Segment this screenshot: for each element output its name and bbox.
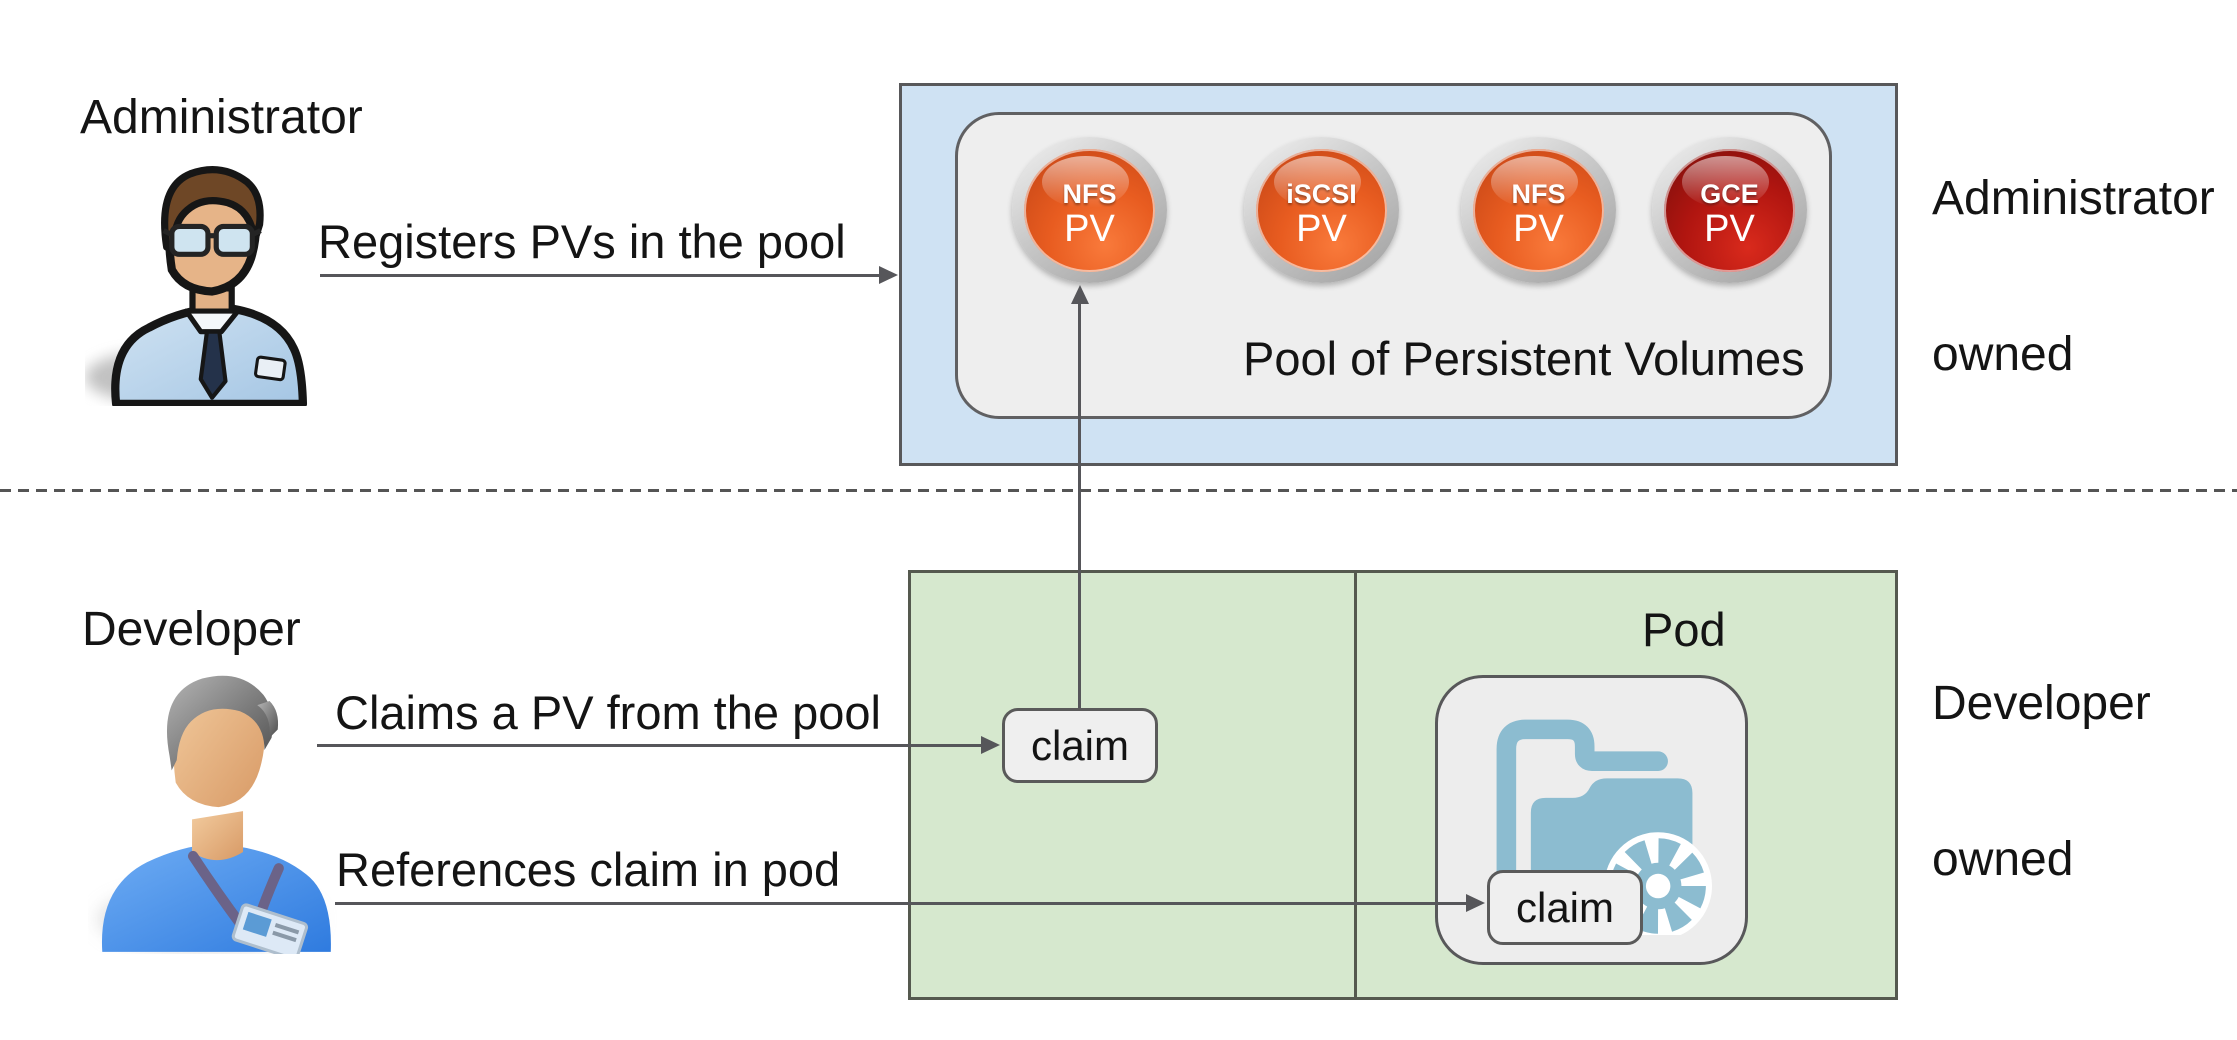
- pv-ball: GCE PV: [1664, 148, 1795, 272]
- pv-circle-gce: GCE PV: [1652, 137, 1807, 283]
- claim-to-pv-arrowhead: [1070, 285, 1089, 304]
- developer-label: Developer: [82, 603, 301, 656]
- admin-owned-line1: Administrator: [1932, 172, 2215, 225]
- pod-label: Pod: [1642, 603, 1726, 656]
- pv-circle-nfs-2: NFS PV: [1461, 137, 1616, 283]
- reference-arrow-shaft: [335, 902, 1468, 905]
- pv-type-label: iSCSI: [1286, 179, 1357, 209]
- developer-avatar: [98, 675, 331, 954]
- reference-arrowhead: [1466, 894, 1485, 912]
- claim-arrow-shaft: [317, 744, 983, 747]
- pv-type-label: NFS: [1062, 179, 1117, 209]
- pv-ball: NFS PV: [1473, 148, 1604, 272]
- pod-claim-box: claim: [1487, 870, 1643, 945]
- pv-type-label: GCE: [1700, 179, 1759, 209]
- ownership-boundary-dashed-line: [0, 489, 2237, 492]
- pv-sub-label: PV: [1064, 208, 1115, 250]
- reference-arrow-label: References claim in pod: [336, 843, 841, 896]
- claim-box: claim: [1002, 708, 1158, 783]
- pool-title: Pool of Persistent Volumes: [1243, 332, 1805, 385]
- pv-ball: NFS PV: [1024, 148, 1155, 272]
- developer-owned-zone: [908, 570, 1898, 1000]
- claim-to-pv-arrow-shaft: [1078, 303, 1081, 708]
- pv-sub-label: PV: [1513, 208, 1564, 250]
- pv-circle-nfs-1: NFS PV: [1012, 137, 1167, 283]
- dev-owned-line2: owned: [1932, 833, 2074, 886]
- pv-type-label: NFS: [1511, 179, 1566, 209]
- dev-owned-line1: Developer: [1932, 677, 2151, 730]
- administrator-avatar: [85, 166, 308, 406]
- admin-owned-label: Administrator owned: [1932, 69, 2215, 485]
- admin-owned-line2: owned: [1932, 328, 2074, 381]
- register-arrow-label: Registers PVs in the pool: [318, 215, 846, 268]
- claim-arrow-label: Claims a PV from the pool: [335, 686, 881, 739]
- pv-sub-label: PV: [1296, 208, 1347, 250]
- pv-sub-label: PV: [1704, 208, 1755, 250]
- dev-owned-label: Developer owned: [1932, 574, 2151, 990]
- claim-arrowhead: [981, 736, 1000, 754]
- administrator-label: Administrator: [80, 91, 363, 144]
- register-arrow-shaft: [320, 274, 882, 277]
- pv-circle-iscsi: iSCSI PV: [1244, 137, 1399, 283]
- pv-ball: iSCSI PV: [1256, 148, 1387, 272]
- folder-gear-icon: [1496, 719, 1712, 935]
- developer-zone-divider: [1354, 570, 1357, 1000]
- register-arrowhead: [879, 266, 898, 284]
